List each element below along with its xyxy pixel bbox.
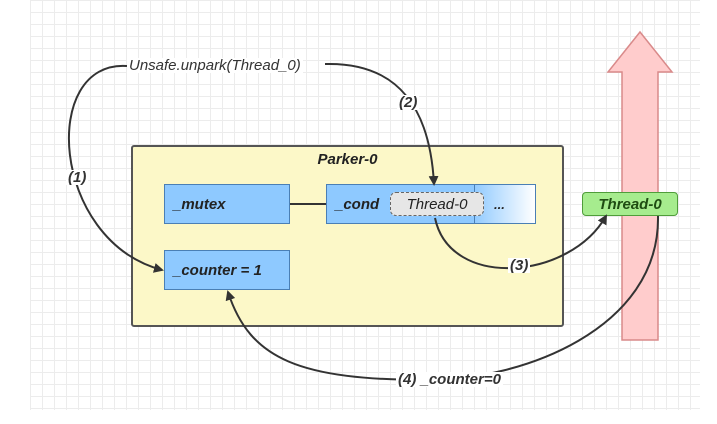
step2-label: (2): [397, 94, 420, 111]
queue-thread-label: Thread-0: [406, 195, 468, 213]
arrow-step2: [324, 62, 439, 186]
arrow-step1: [67, 64, 164, 273]
parker-box: Parker-0: [131, 145, 564, 327]
unpark-call-label: Unsafe.unpark(Thread_0): [127, 57, 303, 74]
mutex-label: _mutex: [173, 195, 226, 213]
queue-more-label: ...: [494, 196, 505, 212]
step4-label: (4) _counter=0: [396, 371, 503, 388]
thread-box: Thread-0: [582, 192, 678, 216]
step3-label: (3): [508, 257, 531, 274]
queue-thread-item: Thread-0: [390, 192, 484, 216]
cond-field: _cond: [326, 184, 536, 224]
queue-more: ...: [494, 192, 524, 216]
cond-label: _cond: [335, 195, 380, 213]
counter-field: _counter = 1: [164, 250, 290, 290]
parker-title: Parker-0: [317, 151, 378, 168]
counter-label: _counter = 1: [173, 261, 262, 279]
run-arrow: [606, 30, 674, 341]
arrow-step4: [225, 215, 660, 382]
mutex-field: _mutex: [164, 184, 290, 224]
thread-label: Thread-0: [598, 195, 662, 213]
step1-label: (1): [66, 169, 89, 186]
